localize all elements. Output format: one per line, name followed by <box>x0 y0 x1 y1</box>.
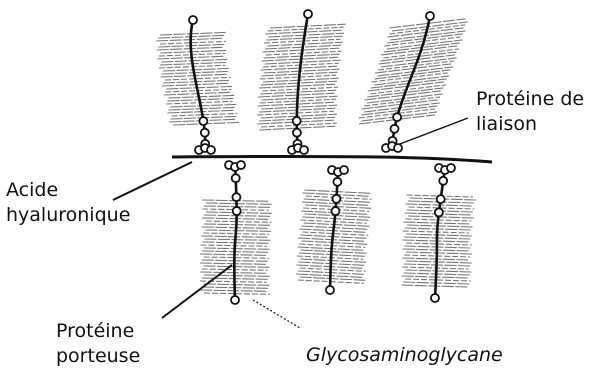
glycosaminoglycan-stroke <box>405 279 471 281</box>
glycosaminoglycan-stroke <box>267 42 343 46</box>
glycosaminoglycan-stroke <box>205 239 271 240</box>
linker-protein-label-line1: Protéine de <box>476 87 584 112</box>
glycosaminoglycan-stroke <box>204 266 270 267</box>
core-protein-terminal <box>189 16 197 24</box>
glycosaminoglycan-stroke <box>160 50 226 53</box>
core-protein-label-line1: Protéine <box>56 319 140 344</box>
core-protein-terminal <box>426 12 434 20</box>
link-domain-circle <box>333 178 341 186</box>
hyaluronic-acid-label-line1: Acide <box>6 178 130 203</box>
link-domain-circle <box>393 113 401 121</box>
glycosaminoglycan-stroke <box>407 225 473 227</box>
glycosaminoglycan-stroke <box>160 41 226 44</box>
glycosaminoglycan-stroke <box>206 221 272 222</box>
glycosaminoglycan-stroke <box>160 32 226 35</box>
glycosaminoglycan-stroke <box>161 59 227 62</box>
core-protein <box>435 168 445 298</box>
glycosaminoglycan-stroke <box>406 243 472 245</box>
glycosaminoglycan-stroke <box>200 290 266 291</box>
link-domain-circle <box>199 117 207 125</box>
glycosaminoglycan-stroke <box>301 241 367 244</box>
glycosaminoglycan-stroke <box>205 230 271 231</box>
linker-protein-circle <box>447 164 455 172</box>
glycosaminoglycan-stroke <box>172 113 238 116</box>
glycosaminoglycan-stroke <box>204 248 270 249</box>
glycosaminoglycan-stroke <box>204 293 270 294</box>
link-domain-circle <box>293 117 301 125</box>
linker-protein-circle <box>394 144 402 152</box>
linker-protein-circle <box>300 146 308 154</box>
linker-protein-circle <box>207 146 215 154</box>
linker-protein-circle <box>237 161 245 169</box>
glycosaminoglycan-stroke <box>166 86 232 89</box>
link-domain-circle <box>439 177 447 185</box>
glycosaminoglycan-stroke <box>170 104 236 107</box>
glycosaminoglycan-stroke <box>204 257 270 258</box>
glycosaminoglycan-stroke <box>304 223 370 226</box>
glycosaminoglycan-stroke <box>204 275 270 276</box>
glycosaminoglycan-stroke <box>200 272 266 273</box>
glycosaminoglycan-stroke <box>165 77 231 80</box>
glycosaminoglycan-pointer <box>253 300 300 328</box>
linker-protein-label-line2: liaison <box>476 112 584 137</box>
core-protein <box>234 165 236 300</box>
link-domain-circle <box>201 129 209 137</box>
hyaluronic-acid-backbone <box>172 157 492 163</box>
linker-protein-circle <box>340 166 348 174</box>
core-protein-terminal <box>326 286 334 294</box>
glycosaminoglycan-stroke <box>200 254 266 255</box>
glycosaminoglycan-stroke <box>406 234 472 236</box>
link-domain-circle <box>332 207 340 215</box>
hyaluronic-acid-label-line2: hyaluronique <box>6 203 130 228</box>
link-domain-circle <box>391 125 399 133</box>
glycosaminoglycan-stroke <box>263 78 339 82</box>
link-domain-circle <box>435 208 443 216</box>
glycosaminoglycan-stroke <box>302 232 368 235</box>
glycosaminoglycan-stroke <box>204 284 270 285</box>
core-protein-terminal <box>431 294 439 302</box>
core-protein-terminal <box>231 296 239 304</box>
glycosaminoglycan-stroke <box>406 261 472 263</box>
core-protein <box>330 170 338 290</box>
glycosaminoglycan-stroke <box>406 252 472 254</box>
link-domain-circle <box>332 195 340 203</box>
link-domain-circle <box>437 195 445 203</box>
glycosaminoglycan-stroke <box>200 263 266 264</box>
core-protein-label-line2: porteuse <box>56 344 140 369</box>
hyaluronic-acid-label: Acide hyaluronique <box>6 178 130 228</box>
link-domain-circle <box>233 207 241 215</box>
glycosaminoglycan-stroke <box>206 203 272 204</box>
core-protein-terminal <box>304 10 312 18</box>
glycosaminoglycan-stroke <box>163 68 229 71</box>
glycosaminoglycan-label: Glycosaminoglycane <box>306 343 503 368</box>
glycosaminoglycan-stroke <box>168 95 234 98</box>
linker-protein-pointer <box>392 118 468 147</box>
glycosaminoglycan-stroke <box>406 270 472 272</box>
link-domain-circle <box>232 193 240 201</box>
linker-protein-label: Protéine de liaison <box>476 87 584 137</box>
core-protein-pointer <box>162 265 232 318</box>
link-domain-circle <box>293 129 301 137</box>
link-domain-circle <box>232 174 240 182</box>
core-protein-label: Protéine porteuse <box>56 319 140 369</box>
